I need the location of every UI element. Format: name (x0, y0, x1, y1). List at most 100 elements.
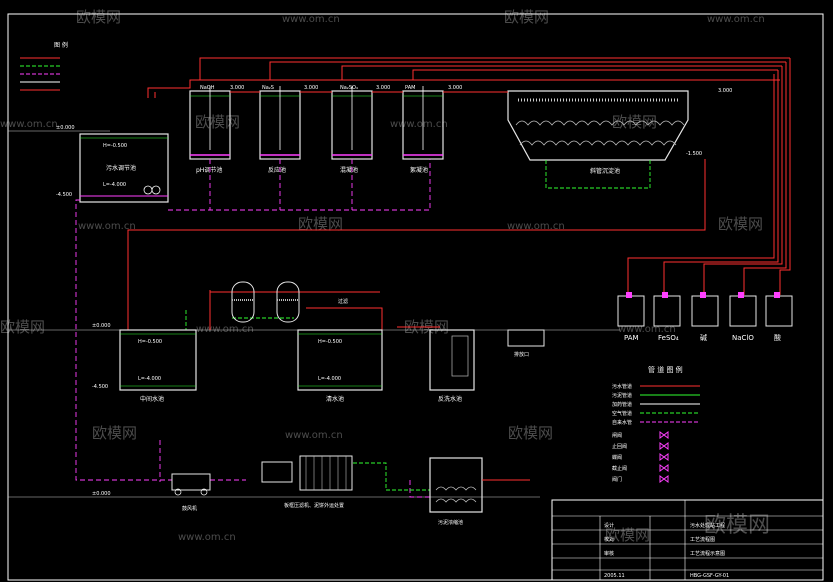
dosing-label: NaClO (732, 334, 754, 342)
legend-item: 自来水管 (612, 419, 632, 426)
drawing-frame (7, 13, 824, 581)
elev-label: -4.500 (92, 384, 108, 390)
pump-icon (143, 185, 153, 195)
chem-label: Na₂SO₄ (340, 85, 358, 91)
top-reaction-tanks: NaOH Na₂S Na₂SO₄ PAM 3.000 3.000 3.000 3… (189, 85, 462, 174)
chem-label: PAM (405, 85, 415, 91)
elev-label: ±0.000 (92, 491, 111, 497)
pipe-label: 过滤 (338, 298, 348, 305)
watermark-brand-large: 欧模网 (704, 513, 770, 538)
pipe-label: 3.000 (304, 85, 318, 91)
legend-top: 图 例 (20, 41, 68, 91)
pipe-label: 3.000 (376, 85, 390, 91)
air-pipes (75, 159, 431, 498)
tank-label: 混凝池 (340, 166, 358, 174)
dosing-label: PAM (624, 334, 639, 342)
dosing-label: 碱 (700, 334, 707, 342)
legend-item: 污水管道 (612, 383, 632, 390)
chem-label: NaOH (200, 85, 215, 91)
level-high: H=-0.500 (138, 339, 162, 345)
dosing-label: 酸 (774, 333, 781, 342)
equip-label: 污泥浓缩池 (438, 519, 463, 526)
watermark-url: www.om.cn (0, 119, 58, 130)
pipe-label: 3.000 (448, 85, 462, 91)
title-row: 污水处理站工程 (690, 522, 725, 529)
legend-item: 闸阀 (612, 432, 622, 439)
tank-label: pH调节池 (196, 166, 222, 174)
tank-label: 污水调节池 (106, 164, 136, 172)
watermark-url: www.om.cn (618, 324, 676, 335)
dosing-label: FeSO₄ (658, 334, 679, 342)
level-low: L=-4.000 (138, 376, 161, 382)
elevation-marks: ±0.000 -4.500 ±0.000 -4.500 ±0.000 -1.50… (56, 125, 702, 497)
legend-item: 加药管道 (612, 401, 632, 408)
watermark-brand: 欧模网 (92, 424, 137, 442)
watermark-url: www.om.cn (282, 14, 340, 25)
watermark-url: www.om.cn (285, 430, 343, 441)
title-row: 校对 (604, 536, 614, 543)
level-high: H=-0.500 (318, 339, 342, 345)
watermark-brand: 欧模网 (508, 424, 553, 442)
tank-label: 斜管沉淀池 (590, 167, 620, 175)
watermark-url: www.om.cn (507, 221, 565, 232)
elev-label: ±0.000 (56, 125, 75, 131)
dosing-tanks: PAM FeSO₄ 碱 NaClO 酸 (617, 292, 793, 342)
watermark-url: www.om.cn (78, 221, 136, 232)
pipe-label: 3.000 (230, 85, 244, 91)
title-row: 审核 (604, 550, 614, 557)
watermark-brand: 欧模网 (504, 8, 549, 26)
equip-label: 鼓风机 (182, 505, 197, 512)
sewage-pipes (127, 57, 791, 330)
watermark-brand: 欧模网 (195, 113, 240, 131)
watermark-url: www.om.cn (390, 119, 448, 130)
watermark-brand: 欧模网 (612, 113, 657, 131)
tank-label: 絮凝池 (410, 166, 428, 174)
legend-title: 管 道 图 例 (648, 365, 683, 374)
drawing-date: 2005.11 (604, 573, 625, 579)
legend-item: 截止阀 (612, 465, 627, 472)
legend-pipes: 管 道 图 例 污水管道 污泥管道 加药管道 空气管道 自来水管 闸阀 止回阀 … (612, 365, 700, 483)
equip-label: 板框压滤机、泥饼外运处置 (284, 502, 344, 509)
level-low: L=-4.000 (318, 376, 341, 382)
drawing-title: 工艺流程示意图 (690, 550, 725, 557)
watermark-brand: 欧模网 (298, 215, 343, 233)
title-row: 工艺流程图 (690, 536, 715, 543)
sewage-regulating-tank: H=-0.500 L=-4.000 污水调节池 (79, 133, 169, 203)
legend-item: 污泥管道 (612, 392, 632, 399)
legend-item: 蝶阀 (612, 454, 622, 461)
elev-label: -1.500 (686, 151, 702, 157)
title-block: 污水处理站工程 工艺流程图 设计 校对 审核 工艺流程示意图 2005.11 H… (551, 499, 824, 581)
legend-item: 空气管道 (612, 410, 632, 417)
tank-label: 中间水池 (140, 395, 164, 403)
inclined-tube-clarifier: 斜管沉淀池 3.000 (507, 88, 732, 175)
tank-label: 清水池 (326, 395, 344, 403)
level-high: H=-0.500 (103, 143, 127, 149)
legend-top-title: 图 例 (54, 41, 68, 49)
ground-lines (8, 130, 620, 498)
legend-item: 止回阀 (612, 443, 627, 450)
watermark-brand: 欧模网 (0, 318, 45, 336)
pressure-filters: 过滤 (231, 281, 348, 323)
title-row: 设计 (604, 522, 614, 529)
sludge-pipes (185, 160, 651, 491)
watermark-url: www.om.cn (196, 324, 254, 335)
legend-item: 阀门 (612, 476, 622, 483)
watermark-brand: 欧模网 (718, 215, 763, 233)
level-low: L=-4.000 (103, 182, 126, 188)
drawing-number: HBG-GSF-GY-01 (690, 573, 729, 579)
bottom-equipment: 鼓风机 板框压滤机、泥饼外运处置 污泥浓缩池 (171, 455, 530, 526)
elev-label: ±0.000 (92, 323, 111, 329)
watermark-brand: 欧模网 (76, 8, 121, 26)
watermark-brand: 欧模网 (605, 526, 650, 544)
watermark-url: www.om.cn (178, 532, 236, 543)
tank-label: 反洗水池 (438, 395, 462, 403)
watermark-url: www.om.cn (707, 14, 765, 25)
middle-tanks: H=-0.500 L=-4.000 H=-0.500 L=-4.000 中间水池… (119, 329, 545, 403)
outlet-label: 排放口 (514, 351, 529, 358)
tank-label: 反应池 (268, 166, 286, 174)
pump-icon (151, 185, 161, 195)
pipe-label: 3.000 (718, 88, 732, 94)
elev-label: -4.500 (56, 192, 72, 198)
watermark-layer: 欧模网 www.om.cn 欧模网 www.om.cn www.om.cn 欧模… (0, 8, 770, 544)
